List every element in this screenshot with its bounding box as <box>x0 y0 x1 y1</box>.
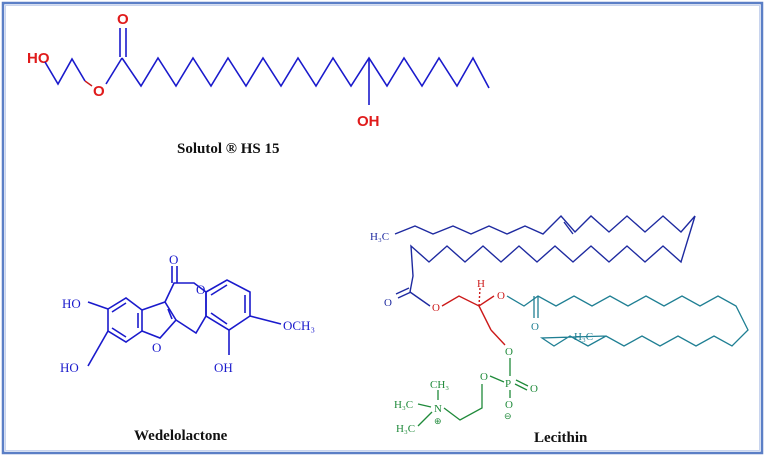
wedelolactone-ho-top-label: HO <box>62 296 81 311</box>
wedelolactone-caption: Wedelolactone <box>134 428 228 444</box>
lecithin-p-o5-bond <box>489 375 505 383</box>
lecithin-ester1 <box>409 291 431 307</box>
wedelolactone-ho-bottom-label: HO <box>60 360 79 375</box>
lecithin-n-ch3-left-bond <box>417 403 432 408</box>
lecithin-o1-label: O <box>384 297 392 309</box>
lecithin-oleoyl-chain <box>394 214 696 235</box>
lecithin-glycerol-o4 <box>490 329 506 346</box>
solutol-ester-o-bonds <box>84 80 93 87</box>
lecithin-o3-label: O <box>497 290 505 302</box>
lecithin-minus-label: ⊖ <box>504 411 512 421</box>
ho-top-bond <box>87 301 109 310</box>
lecithin-ominus-label: O <box>505 399 513 411</box>
lecithin-p-label: P <box>505 378 511 390</box>
right-ring-dbl-1 <box>210 284 228 296</box>
lecithin-carbonyl-1-a <box>397 291 412 299</box>
solutol-ho-label: HO <box>27 50 50 67</box>
solutol-structure: HO O O OH Solutol ® HS 15 <box>27 11 490 157</box>
solutol-oh-label: OH <box>357 113 380 130</box>
left-ring-dbl-1 <box>111 302 127 313</box>
lecithin-p-o-double-a <box>515 379 529 387</box>
solutol-carbonyl-o-label: O <box>117 11 129 28</box>
lecithin-n-label: N <box>434 403 442 415</box>
lecithin-o2-label: O <box>432 302 440 314</box>
lecithin-cis-double <box>563 221 574 235</box>
solutol-glycol-bonds <box>44 57 86 86</box>
wedelolactone-ring-o-label: O <box>196 282 205 297</box>
figure-border-shadow <box>5 5 760 451</box>
wedelolactone-oh-label: OH <box>214 360 233 375</box>
lecithin-o-carbonyl2-label: O <box>531 321 539 333</box>
solutol-caption: Solutol ® HS 15 <box>177 141 279 157</box>
solutol-alkyl-chain <box>121 56 490 89</box>
lecithin-glycerol-down <box>478 305 492 331</box>
lecithin-structure: H₃C O O H O O H₃C O P O O ⊖ O N ⊕ <box>370 214 749 446</box>
lecithin-o-p-right-label: O <box>530 383 538 395</box>
wedelolactone-carbonyl-o-label: O <box>169 252 178 267</box>
lecithin-h3c-right-label: H₃C <box>574 331 593 343</box>
lecithin-stereo-h-bond <box>478 287 481 307</box>
lecithin-h3c-n1-label: H₃C <box>394 399 413 411</box>
lecithin-plus-label: ⊕ <box>434 416 442 426</box>
lecithin-choline-chain <box>443 384 483 421</box>
wedelolactone-och3-label: OCH₃ <box>283 318 315 333</box>
right-ring-dbl-3 <box>210 312 228 325</box>
lecithin-glycerol <box>441 295 495 307</box>
solutol-ester-o-label: O <box>93 83 105 100</box>
lecithin-caption: Lecithin <box>534 430 588 446</box>
furan-dbl <box>167 308 173 320</box>
left-ring-dbl-3 <box>111 327 127 338</box>
lecithin-palmitoyl-chain <box>506 295 749 347</box>
ho-bottom-bond <box>87 330 109 367</box>
lecithin-n-ch3-bottom-bond <box>417 411 433 427</box>
och3-bond <box>249 315 282 325</box>
lecithin-h3c-n2-label: H₃C <box>396 423 415 435</box>
lecithin-o5-label: O <box>480 371 488 383</box>
wedelolactone-structure: O O O HO HO OCH₃ OH Wedelolactone <box>60 252 315 444</box>
solutol-carbonyl-bond <box>105 57 123 85</box>
lecithin-carbonyl-1-b <box>395 287 410 295</box>
lecithin-p-o-double-b <box>514 383 528 391</box>
wedelolactone-furan-o-label: O <box>152 340 161 355</box>
lecithin-h3c-top-label: H₃C <box>370 231 389 243</box>
lecithin-oleoyl-lower <box>409 215 696 293</box>
lecithin-h-label: H <box>477 278 485 290</box>
lecithin-o4-label: O <box>505 346 513 358</box>
lecithin-ch3-top-label: CH₃ <box>430 379 449 391</box>
